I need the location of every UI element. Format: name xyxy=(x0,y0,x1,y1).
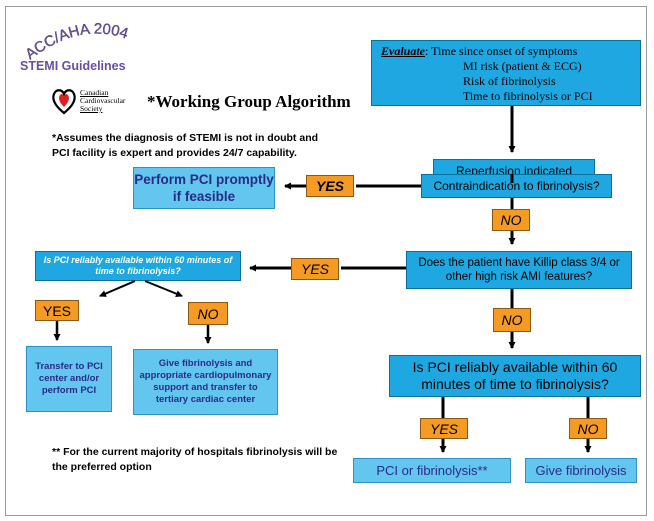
ccs-heart-icon xyxy=(52,89,76,115)
evaluate-line-4: Time to fibrinolysis or PCI xyxy=(463,89,593,103)
pci-available-large-box: Is PCI reliably available within 60 minu… xyxy=(389,355,641,397)
transfer-box: Transfer to PCI center and/or perform PC… xyxy=(26,346,112,412)
evaluate-line-2: MI risk (patient & ECG) xyxy=(463,59,582,73)
evaluate-box: Evaluate: Time since onset of symptoms M… xyxy=(371,40,641,106)
evaluate-line-3: Risk of fibrinolysis xyxy=(463,74,556,88)
evaluate-line-1: : Time since onset of symptoms xyxy=(425,44,578,58)
footnote: ** For the current majority of hospitals… xyxy=(52,446,338,473)
give-support-box: Give fibrinolysis and appropriate cardio… xyxy=(133,349,278,415)
yes-answer-4: YES xyxy=(420,418,468,439)
assumption-note: *Assumes the diagnosis of STEMI is not i… xyxy=(52,132,319,159)
pci-or-fibrinolysis-box: PCI or fibrinolysis** xyxy=(353,458,511,483)
ccs-line-3: Society xyxy=(80,104,103,113)
page-title: *Working Group Algorithm xyxy=(147,92,351,111)
yes-answer-1: YES xyxy=(306,175,354,197)
contraindication-box: Contraindication to fibrinolysis? xyxy=(421,174,612,198)
no-answer-4: NO xyxy=(569,418,607,439)
guideline-line2: STEMI Guidelines xyxy=(20,59,126,73)
no-answer-1: NO xyxy=(492,209,530,231)
arrow-pci-small-to-no3 xyxy=(144,280,183,297)
pci-available-small-box: Is PCI reliably available within 60 minu… xyxy=(35,251,241,281)
no-answer-2: NO xyxy=(493,308,531,332)
perform-pci-box: Perform PCI promptly if feasible xyxy=(133,167,275,209)
give-fibrinolysis-box: Give fibrinolysis xyxy=(525,458,637,483)
evaluate-heading: Evaluate xyxy=(381,44,425,58)
yes-answer-3: YES xyxy=(35,300,79,321)
diagram-frame xyxy=(5,6,647,516)
arrow-pci-small-to-yes3 xyxy=(99,280,136,297)
ccs-line-1: Canadian xyxy=(80,88,109,97)
ccs-name: Canadian Cardiovascular Society xyxy=(80,89,125,113)
ccs-line-2: Cardiovascular xyxy=(80,96,126,105)
killip-box: Does the patient have Killip class 3/4 o… xyxy=(406,251,632,289)
no-answer-3: NO xyxy=(188,302,228,325)
yes-answer-2: YES xyxy=(291,258,339,280)
guidelines-logo: ACC/AHA 2004 STEMI Guidelines xyxy=(20,20,130,73)
